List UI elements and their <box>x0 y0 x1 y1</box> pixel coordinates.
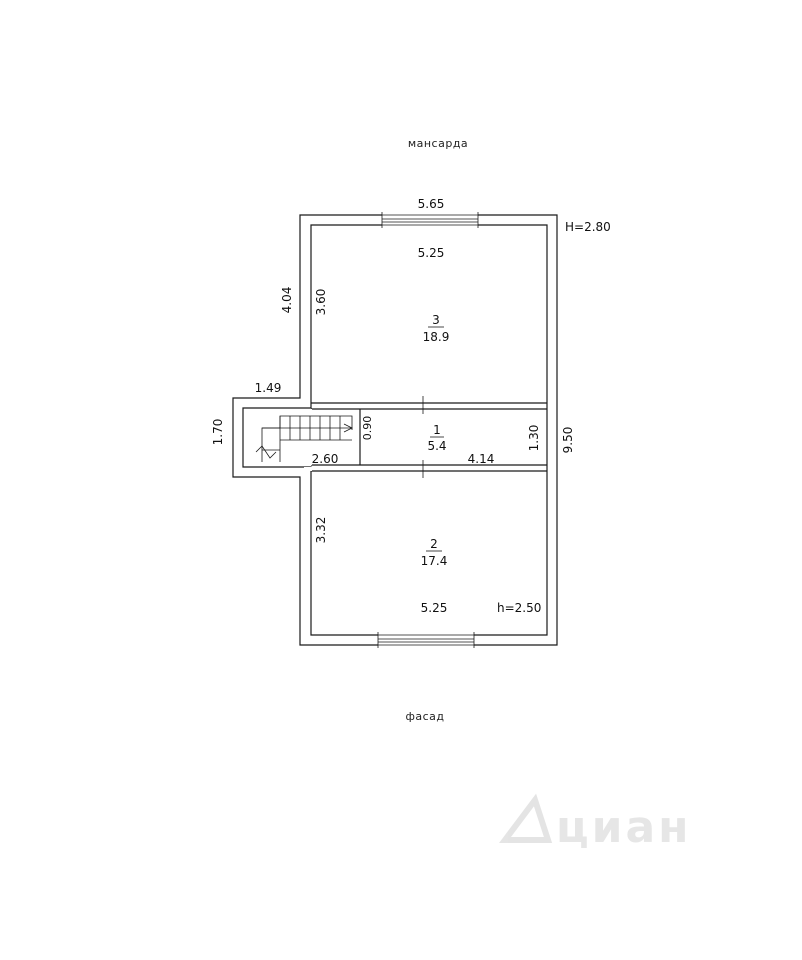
window-bottom <box>377 632 475 648</box>
dim-ceiling-lower: h=2.50 <box>497 601 541 615</box>
dim-outer-top-width: 5.65 <box>418 197 445 211</box>
dim-corridor-len: 4.14 <box>468 452 495 466</box>
dim-room2-height: 3.32 <box>314 517 328 544</box>
caption-bottom: фасад <box>405 710 444 723</box>
dim-stair-height: 1.70 <box>211 419 225 446</box>
dim-stair-width: 1.49 <box>255 381 282 395</box>
dim-corridor-height: 1.30 <box>527 425 541 452</box>
room-area: 18.9 <box>423 330 450 344</box>
room-area: 17.4 <box>421 554 448 568</box>
dim-room3-width: 5.25 <box>418 246 445 260</box>
room-2-label: 2 17.4 <box>421 537 448 568</box>
room-area: 5.4 <box>427 439 446 453</box>
room-3-label: 3 18.9 <box>423 313 450 344</box>
window-top <box>381 212 479 228</box>
corridor-walls <box>304 396 547 478</box>
dim-room2-width: 5.25 <box>421 601 448 615</box>
watermark-text: циан <box>556 802 692 853</box>
staircase <box>255 415 353 462</box>
dim-room3-height: 3.60 <box>314 289 328 316</box>
room-1-label: 1 5.4 <box>427 423 446 453</box>
cian-logo-icon <box>499 793 553 843</box>
dim-corridor-stair-len: 2.60 <box>312 452 339 466</box>
outer-walls <box>232 214 558 646</box>
dim-corridor-opening: 0.90 <box>361 416 374 441</box>
dim-outer-right: 9.50 <box>561 427 575 454</box>
dim-ceiling-upper: H=2.80 <box>565 220 611 234</box>
room-number: 3 <box>432 313 440 327</box>
dim-outer-left-upper: 4.04 <box>280 287 294 314</box>
caption-top: мансарда <box>408 137 468 150</box>
room-number: 1 <box>433 423 441 437</box>
watermark: циан <box>499 793 692 853</box>
room-number: 2 <box>430 537 438 551</box>
